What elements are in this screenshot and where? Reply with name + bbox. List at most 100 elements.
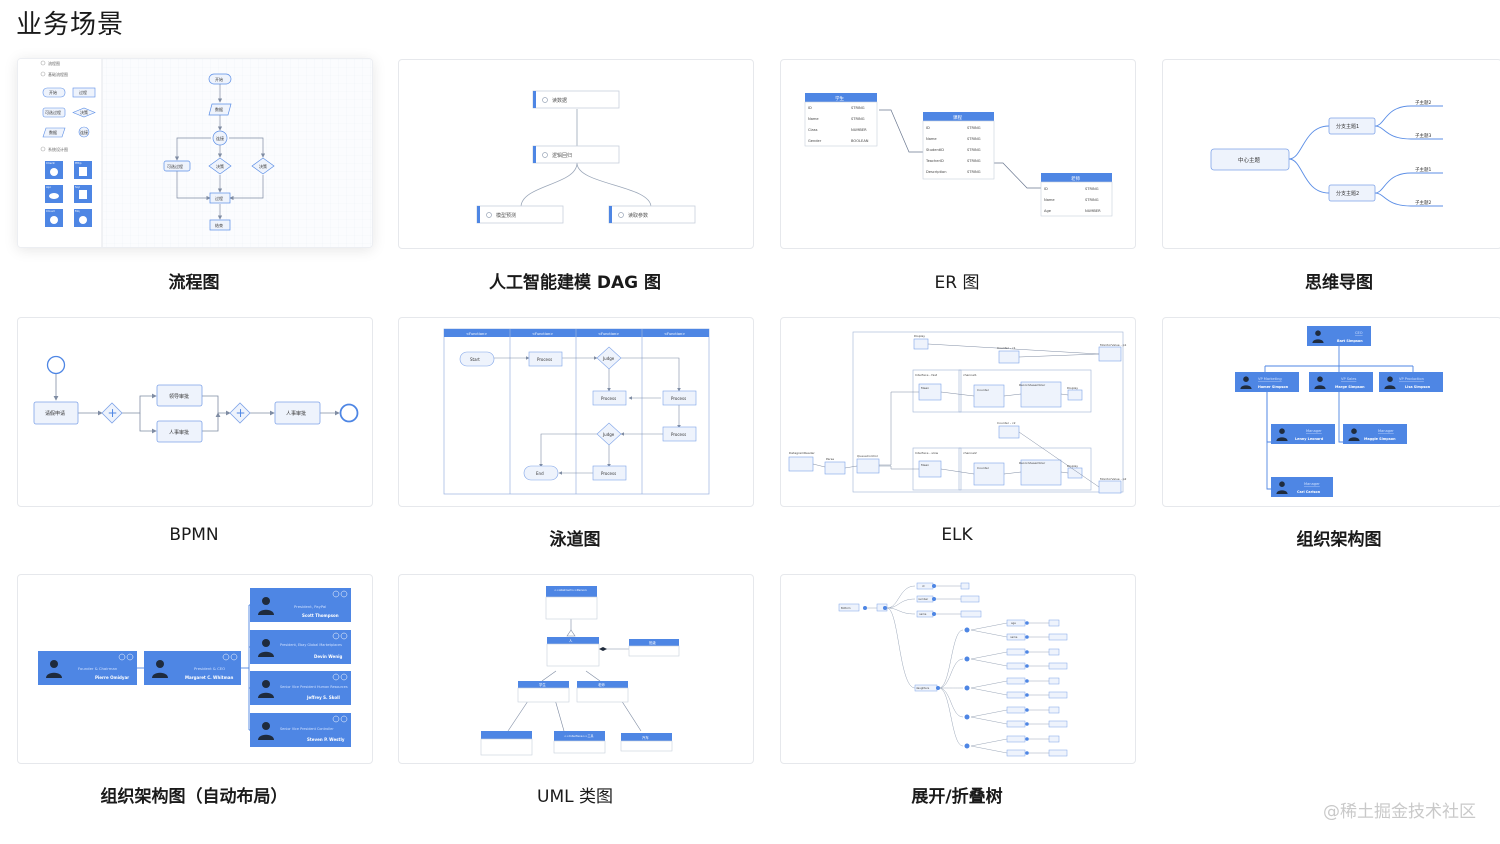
- svg-text:结束: 结束: [215, 222, 223, 228]
- svg-text:Steven P. Westly: Steven P. Westly: [307, 737, 345, 742]
- svg-text:老师: 老师: [1071, 175, 1080, 182]
- svg-text:<<Abstract>>Person: <<Abstract>>Person: [554, 588, 587, 592]
- svg-text:Senior Vice President Human Re: Senior Vice President Human Resources: [280, 685, 348, 689]
- scenario-label[interactable]: 泳道图: [549, 530, 601, 550]
- org-auto-node: President, PayPal Scott Thompson: [250, 588, 351, 622]
- svg-text:channel1: channel1: [963, 373, 977, 377]
- org-node: VP Sales Marge Simpson: [1309, 372, 1373, 392]
- svg-text:子主题1: 子主题1: [1415, 166, 1431, 173]
- svg-text:Pierre Omidyar: Pierre Omidyar: [95, 675, 129, 680]
- scenario-card-elk[interactable]: Display Counter - c1 MonitorValue - p1 I…: [780, 317, 1136, 507]
- svg-text:NUMBER: NUMBER: [1085, 209, 1101, 213]
- scenario-label[interactable]: ELK: [941, 525, 973, 545]
- svg-text:过程: 过程: [79, 89, 87, 95]
- svg-text:Mean: Mean: [921, 463, 929, 467]
- svg-text:Interface - slow: Interface - slow: [915, 451, 939, 455]
- svg-text:Class: Class: [808, 128, 818, 132]
- dag-node: 逻辑回归: [532, 145, 620, 164]
- svg-text:课程: 课程: [953, 114, 962, 121]
- svg-text:Founder & Chairman: Founder & Chairman: [78, 666, 118, 671]
- svg-text:Judge: Judge: [602, 432, 615, 437]
- svg-text:Devin Wenig: Devin Wenig: [314, 654, 342, 659]
- elk-preview: Display Counter - c1 MonitorValue - p1 I…: [788, 331, 1127, 494]
- svg-text:Display: Display: [1067, 386, 1078, 390]
- scenario-label[interactable]: 组织架构图（自动布局）: [100, 787, 288, 807]
- svg-text:STRING: STRING: [967, 170, 981, 174]
- scenario-card-bpmn[interactable]: 请假申请 + 领导审批 人事审批 + 人事审批: [17, 317, 373, 507]
- svg-text:决策: 决策: [216, 163, 224, 169]
- svg-text:STRING: STRING: [967, 148, 981, 152]
- svg-text:STRING: STRING: [851, 117, 865, 121]
- svg-text:Start: Start: [470, 357, 480, 362]
- scenario-label[interactable]: 人工智能建模 DAG 图: [488, 273, 662, 293]
- scenario-card-mindmap[interactable]: 中心主题 分支主题1 分支主题2 子主题2 子主题3 子主题1 子主题2: [1162, 59, 1500, 249]
- svg-text:+: +: [108, 406, 118, 420]
- svg-text:President, PayPal: President, PayPal: [294, 604, 326, 609]
- tree-preview: Bottom id number name daughters age name: [838, 582, 1068, 757]
- svg-text:DatagramReader: DatagramReader: [789, 451, 815, 455]
- svg-text:Cloud: Cloud: [46, 209, 55, 213]
- svg-text:+: +: [236, 406, 246, 420]
- svg-text:决策: 决策: [80, 109, 88, 115]
- scenario-label[interactable]: 展开/折叠树: [911, 787, 1003, 807]
- svg-text:name: name: [919, 613, 927, 616]
- uml-class: 班级: [628, 639, 680, 657]
- svg-text:请假申请: 请假申请: [45, 410, 65, 417]
- scenario-card-org-auto[interactable]: Founder & Chairman Pierre Omidyar Presid…: [17, 574, 373, 764]
- svg-text:STRING: STRING: [967, 159, 981, 163]
- svg-text:Api: Api: [46, 185, 51, 189]
- svg-text:Counter - c2: Counter - c2: [997, 421, 1016, 425]
- scenario-label[interactable]: 思维导图: [1305, 273, 1373, 293]
- svg-text:Counter: Counter: [977, 466, 990, 470]
- svg-text:Gender: Gender: [808, 139, 822, 143]
- svg-text:number: number: [918, 597, 929, 601]
- svg-text:读数据: 读数据: [552, 97, 567, 104]
- svg-text:Http: Http: [75, 161, 82, 165]
- svg-text:人事审批: 人事审批: [169, 429, 189, 436]
- svg-text:Parse: Parse: [826, 457, 834, 461]
- scenario-label[interactable]: 流程图: [168, 273, 220, 293]
- svg-text:MonitorValue - p1: MonitorValue - p1: [1100, 343, 1127, 347]
- scenario-label[interactable]: 组织架构图: [1296, 530, 1382, 550]
- scenario-card-flowchart[interactable]: 流程图 基础流程图 开始 过程 可选过程 决策 数据 连接 系统设计图 Clie…: [17, 58, 373, 248]
- svg-text:分支主题2: 分支主题2: [1336, 190, 1359, 197]
- svg-text:NUMBER: NUMBER: [851, 128, 867, 132]
- svg-text:Manager: Manager: [1306, 429, 1322, 433]
- uml-class: <<Interface>>工具: [553, 731, 606, 754]
- scenario-card-uml[interactable]: <<Abstract>>Person 人 学生 老师 班级 <<Interfac…: [398, 574, 754, 764]
- svg-text:领导审批: 领导审批: [169, 393, 189, 400]
- org-node: CEO Bart Simpson: [1307, 326, 1371, 346]
- flowchart-preview: 流程图 基础流程图 开始 过程 可选过程 决策 数据 连接 系统设计图 Clie…: [18, 59, 372, 247]
- scenario-card-swimlane[interactable]: <Function> <Function> <Function> <Functi…: [398, 317, 754, 507]
- svg-text:age: age: [1011, 622, 1016, 625]
- svg-text:老师: 老师: [598, 682, 605, 687]
- svg-text:name: name: [1010, 636, 1018, 639]
- svg-text:MonitorValue - p2: MonitorValue - p2: [1100, 477, 1127, 481]
- svg-text:Bottom: Bottom: [841, 606, 851, 610]
- org-preview: CEO Bart Simpson VP Marketing Homer Simp…: [1235, 326, 1443, 497]
- svg-text:Process: Process: [671, 396, 686, 401]
- svg-text:Interface - fast: Interface - fast: [915, 373, 938, 377]
- scenario-card-tree[interactable]: Bottom id number name daughters age name: [780, 574, 1136, 764]
- svg-text:Process: Process: [671, 432, 686, 437]
- svg-text:逻辑回归: 逻辑回归: [552, 152, 572, 159]
- scenario-card-org[interactable]: CEO Bart Simpson VP Marketing Homer Simp…: [1162, 317, 1500, 507]
- svg-text:Lisa Simpson: Lisa Simpson: [1405, 385, 1431, 389]
- uml-class: 人: [546, 637, 600, 667]
- svg-text:人事审批: 人事审批: [286, 410, 306, 417]
- panel-group-label: 基础流程图: [48, 71, 68, 77]
- svg-text:President & CEO: President & CEO: [194, 666, 225, 671]
- svg-text:ID: ID: [808, 106, 812, 110]
- svg-text:Mean: Mean: [921, 386, 929, 390]
- org-node: Manager Lenny Leonard: [1271, 424, 1335, 444]
- scenario-label[interactable]: ER 图: [934, 273, 980, 293]
- svg-text:<Function>: <Function>: [598, 332, 619, 336]
- svg-text:Name: Name: [808, 117, 819, 121]
- scenario-label[interactable]: BPMN: [169, 525, 219, 545]
- svg-text:人: 人: [569, 638, 573, 643]
- svg-text:子主题2: 子主题2: [1415, 99, 1431, 106]
- scenario-card-dag[interactable]: 读数据 逻辑回归 模型预测 读取参数: [398, 59, 754, 249]
- scenario-label[interactable]: UML 类图: [537, 787, 613, 807]
- svg-text:STRING: STRING: [1085, 187, 1099, 191]
